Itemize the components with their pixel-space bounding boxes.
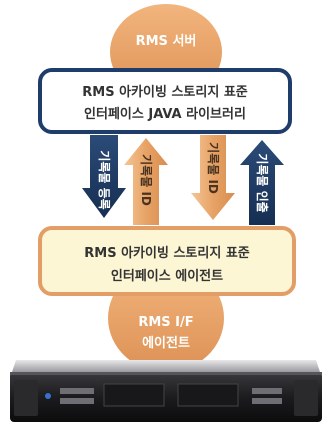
arrow-id-up: [124, 138, 168, 225]
java-library-box: RMS 아카이빙 스토리지 표준 인터페이스 JAVA 라이브러리: [38, 68, 292, 134]
arrow-id-down: [191, 135, 235, 220]
server-image: [10, 360, 322, 422]
agent-line2: 인터페이스 에이전트: [111, 268, 223, 284]
agent-box: RMS 아카이빙 스토리지 표준 인터페이스 에이전트: [38, 226, 296, 296]
arrow-register-down: [82, 135, 126, 218]
java-library-line2: 인터페이스 JAVA 라이브러리: [84, 106, 246, 122]
arrow-id-up-label: 기록물 ID: [139, 154, 154, 206]
arrow-id-down-label: 기록물 ID: [206, 142, 221, 194]
arrow-retrieve-label: 기록물 인출: [255, 153, 270, 212]
arrow-retrieve-up: [240, 140, 284, 225]
java-library-line1: RMS 아카이빙 스토리지 표준: [82, 84, 248, 100]
agent-line1: RMS 아카이빙 스토리지 표준: [84, 245, 250, 261]
rms-if-label-line1: RMS I/F: [138, 315, 193, 330]
rms-if-label-line2: 에이전트: [142, 335, 190, 351]
arrow-register-label: 기록물 등록: [97, 150, 112, 209]
rms-server-label: RMS 서버: [136, 33, 197, 49]
